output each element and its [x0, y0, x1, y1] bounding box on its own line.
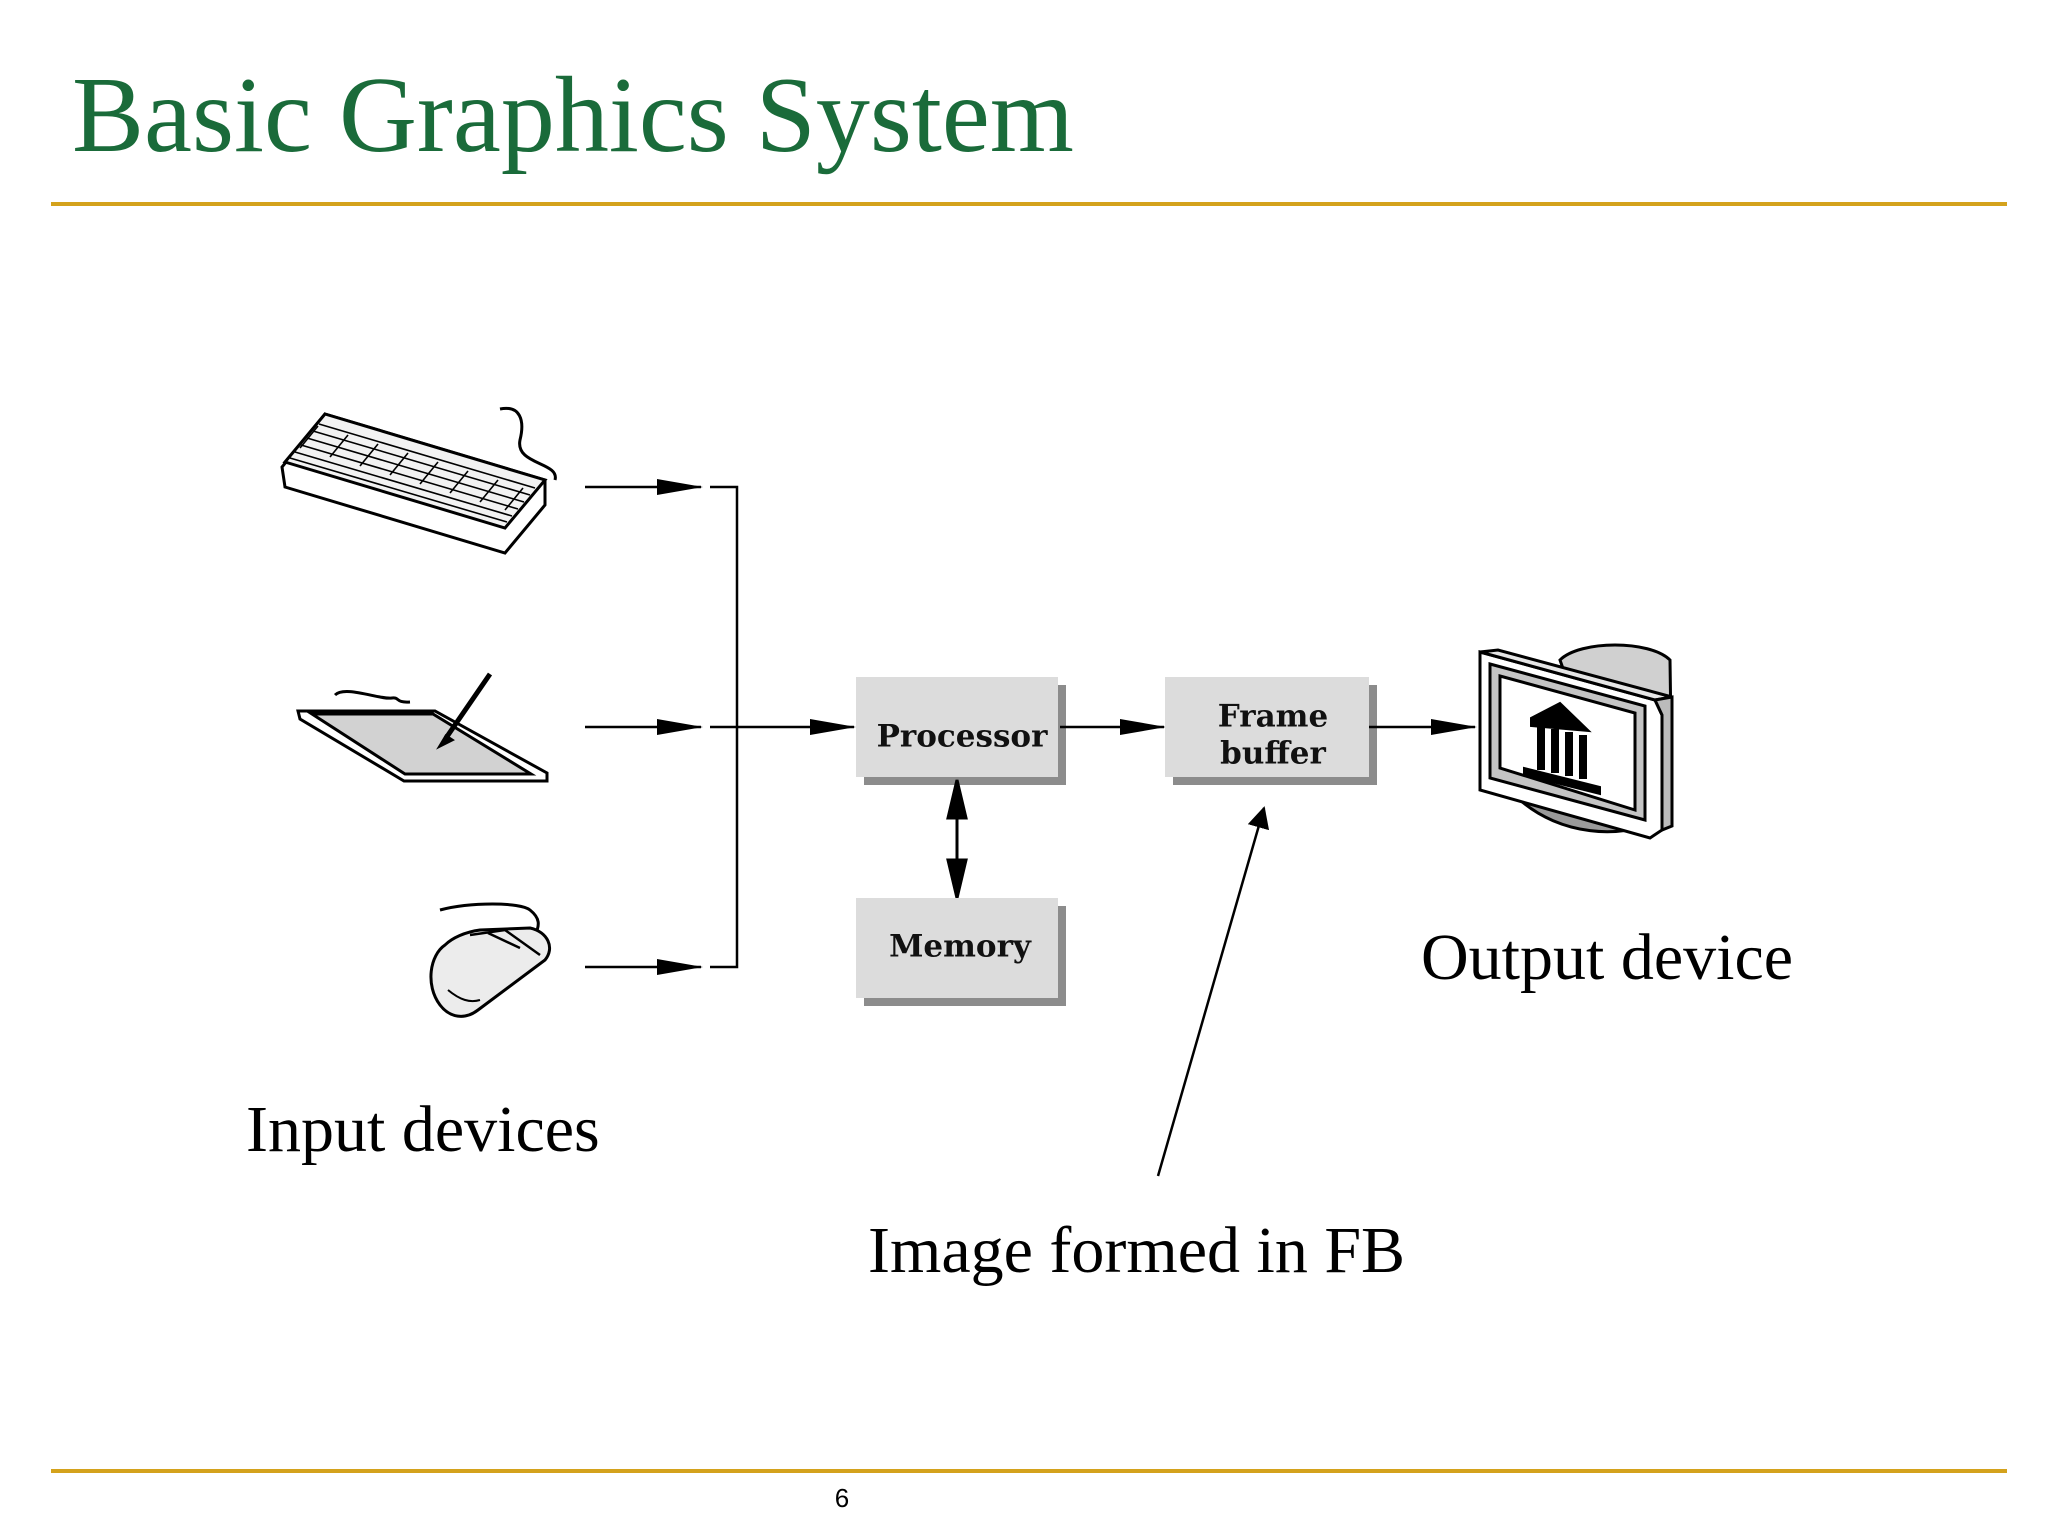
frame-buffer-label-line1: Frame — [1218, 699, 1328, 735]
footer-rule — [51, 1469, 2007, 1473]
frame-buffer-label-line2: buffer — [1220, 736, 1326, 772]
output-device-label: Output device — [1421, 921, 1794, 994]
tablet-stylus-icon — [296, 672, 549, 783]
crt-monitor-icon — [1478, 643, 1674, 840]
processor-label: Processor — [877, 719, 1049, 755]
frame-buffer-box: Frame buffer — [1165, 677, 1377, 785]
slide-title: Basic Graphics System — [72, 56, 1074, 175]
memory-label: Memory — [889, 929, 1032, 965]
title-underline — [51, 202, 2007, 206]
input-devices-label: Input devices — [246, 1093, 600, 1166]
input-arrows — [585, 479, 856, 975]
keyboard-icon — [280, 406, 557, 555]
memory-box: Memory — [856, 898, 1066, 1006]
page-number: 6 — [834, 1483, 850, 1513]
image-formed-label: Image formed in FB — [868, 1214, 1406, 1287]
image-formed-pointer-arrow — [1156, 806, 1270, 1177]
mouse-icon — [429, 902, 551, 1018]
processor-memory-arrow — [946, 779, 968, 899]
processor-box: Processor — [856, 677, 1066, 785]
